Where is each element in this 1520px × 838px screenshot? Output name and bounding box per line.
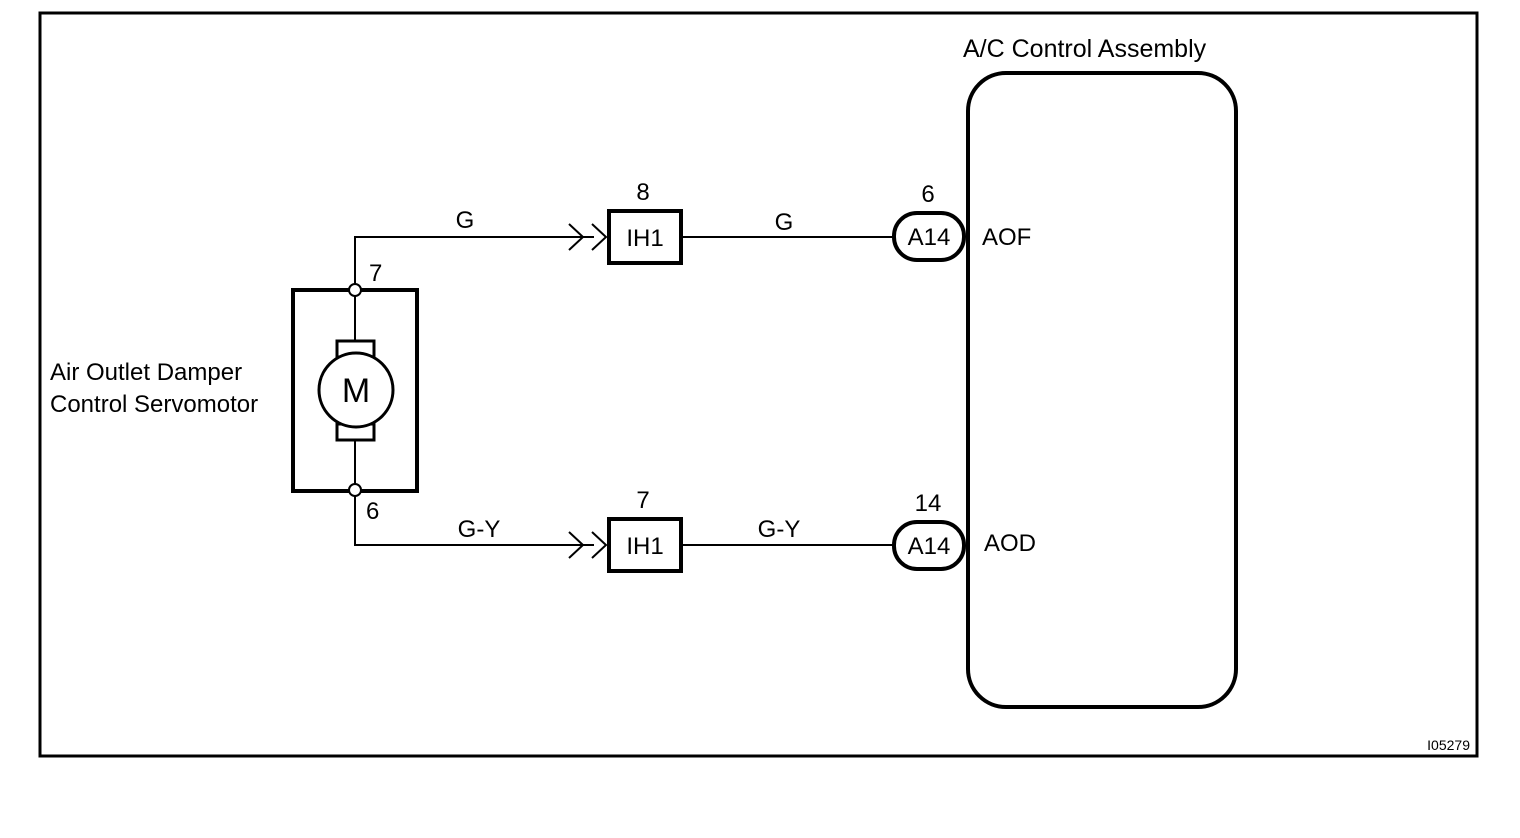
servomotor-name-line2: Control Servomotor bbox=[50, 391, 258, 418]
circuit-2-wire-color-right: G-Y bbox=[758, 516, 801, 543]
motor-symbol: M bbox=[342, 372, 370, 410]
circuit-1-wire-left bbox=[354, 236, 594, 284]
figure-code: I05279 bbox=[1427, 737, 1470, 753]
circuit-1-wire-color-left: G bbox=[456, 207, 475, 234]
terminal-aof-label: AOF bbox=[982, 224, 1031, 251]
diagram-frame bbox=[38, 11, 1479, 758]
circuit-2-junction-pin: 7 bbox=[636, 487, 649, 514]
control-assembly-box bbox=[966, 71, 1238, 709]
circuit-1-junction-pin: 8 bbox=[636, 179, 649, 206]
circuit-2-wire-color-left: G-Y bbox=[458, 516, 501, 543]
circuit-2-wire-left bbox=[354, 496, 594, 546]
circuit-1-ecu-connector-box bbox=[892, 211, 966, 262]
circuit-1-wire-color-right: G bbox=[775, 209, 794, 236]
control-assembly-title: A/C Control Assembly bbox=[963, 35, 1207, 63]
motor-circle bbox=[317, 351, 395, 429]
servomotor-name-line1: Air Outlet Damper bbox=[50, 359, 242, 386]
circuit-1-connector-chevron-inner bbox=[591, 223, 608, 251]
circuit-2-ecu-connector: A14 bbox=[908, 533, 951, 560]
circuit-1-junction-connector: IH1 bbox=[626, 225, 663, 252]
circuit-1-ecu-connector: A14 bbox=[908, 224, 951, 251]
circuit-2-junction-connector: IH1 bbox=[626, 533, 663, 560]
servomotor-pin-top-number: 7 bbox=[369, 260, 382, 287]
circuit-1-connector-chevron-outer bbox=[568, 223, 585, 251]
servomotor-pin-top bbox=[348, 283, 362, 297]
servomotor-pin-bottom-number: 6 bbox=[366, 498, 379, 525]
circuit-2-ecu-connector-box bbox=[892, 520, 966, 571]
servomotor-pin-bottom bbox=[348, 483, 362, 497]
circuit-2-connector-chevron-outer bbox=[568, 531, 585, 559]
terminal-aod-label: AOD bbox=[984, 530, 1036, 557]
circuit-2-ecu-pin: 14 bbox=[915, 490, 942, 517]
circuit-1-ecu-pin: 6 bbox=[921, 181, 934, 208]
circuit-2-connector-chevron-inner bbox=[591, 531, 608, 559]
